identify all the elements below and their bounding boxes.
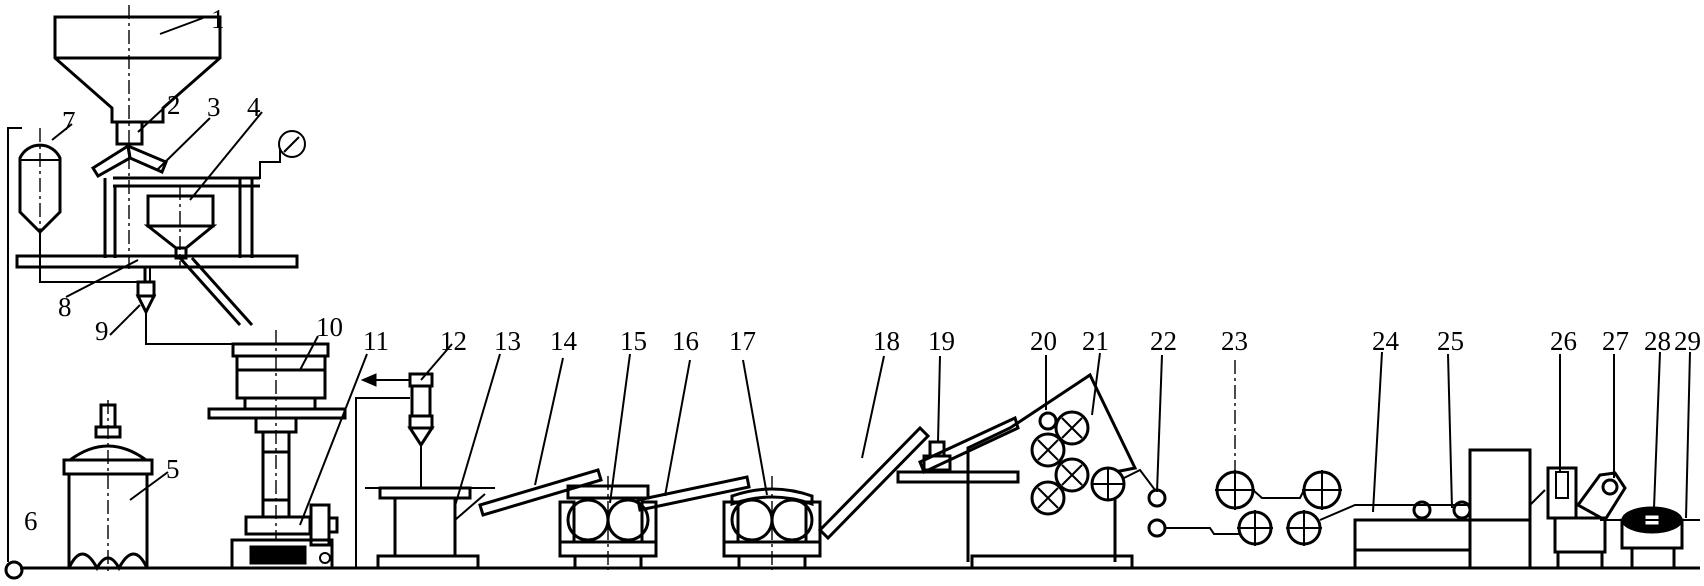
valve-8-9: [135, 267, 240, 345]
base-13: [365, 486, 495, 570]
label-22: 22: [1150, 326, 1177, 356]
label-8: 8: [58, 292, 72, 322]
weigh-hopper-4: [143, 186, 218, 268]
label-15: 15: [620, 326, 647, 356]
pipe-line: [7, 127, 22, 562]
label-21: 21: [1082, 326, 1109, 356]
press-17: [722, 476, 822, 570]
rolls-22: [1147, 488, 1167, 538]
label-12: 12: [440, 326, 467, 356]
label-23: 23: [1221, 326, 1248, 356]
label-19: 19: [928, 326, 955, 356]
label-11: 11: [363, 326, 389, 356]
label-14: 14: [550, 326, 578, 356]
leader-lines: [51, 17, 1691, 526]
callout-labels: 1 2 3 4 5 6 7 8 9 10 11 12 13 14 15 16 1…: [24, 4, 1701, 536]
mixing-tank-5: [62, 400, 154, 575]
platform: [15, 254, 299, 269]
label-9: 9: [95, 316, 109, 346]
motor-11: [230, 503, 339, 570]
conveyor-14: [478, 468, 603, 517]
cooling-rolls-23: [1165, 360, 1385, 546]
label-1: 1: [211, 4, 225, 34]
label-13: 13: [494, 326, 521, 356]
label-26: 26: [1550, 326, 1577, 356]
mixer-10: [207, 330, 347, 540]
pipe-to-12: [355, 397, 410, 568]
pump-6: [4, 560, 24, 580]
cutter-27: [1575, 471, 1627, 523]
hopper-1: [53, 5, 222, 270]
press-15: [558, 476, 658, 570]
label-3: 3: [207, 92, 221, 122]
conveyor-18: [817, 425, 931, 541]
tank-7: [18, 128, 151, 283]
table-19: [896, 415, 1020, 484]
label-20: 20: [1030, 326, 1057, 356]
label-17: 17: [729, 326, 756, 356]
label-25: 25: [1437, 326, 1464, 356]
label-16: 16: [672, 326, 699, 356]
label-18: 18: [873, 326, 900, 356]
label-29: 29: [1674, 326, 1701, 356]
sheet-path: [1123, 468, 1156, 491]
label-28: 28: [1644, 326, 1671, 356]
label-27: 27: [1602, 326, 1629, 356]
calender-20-21: [966, 372, 1138, 570]
cutter-26: [1546, 466, 1607, 570]
label-10: 10: [316, 312, 343, 342]
conveyor-16: [636, 475, 751, 512]
label-24: 24: [1372, 326, 1400, 356]
chute-2: [190, 256, 254, 327]
label-2: 2: [167, 90, 181, 120]
chute: [178, 256, 242, 327]
label-7: 7: [62, 106, 76, 136]
stacker-28-29: [1600, 506, 1700, 570]
label-6: 6: [24, 506, 38, 536]
label-5: 5: [166, 454, 180, 484]
cooling-conveyor-24-25: [1353, 448, 1546, 570]
label-4: 4: [247, 92, 261, 122]
dispenser-12: [360, 372, 435, 488]
feeder-2: [90, 143, 168, 179]
frame-3: [103, 130, 306, 258]
